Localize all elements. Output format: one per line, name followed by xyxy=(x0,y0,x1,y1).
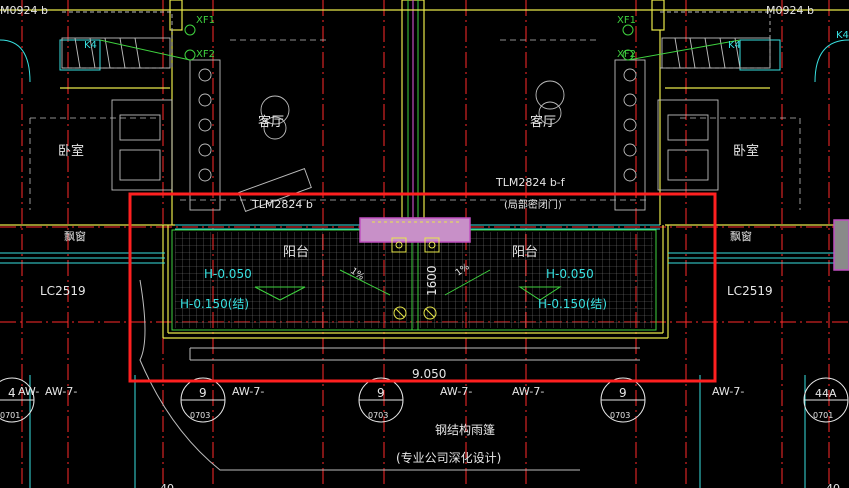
bubble-2-sub: 0703 xyxy=(368,411,388,420)
door-label-left: M0924 b xyxy=(0,4,48,17)
bubble-left-num: 4 xyxy=(8,386,16,400)
axis-bubbles xyxy=(0,377,849,423)
living-left: 客厅 xyxy=(258,114,284,130)
bubble-1-sub: 0703 xyxy=(190,411,210,420)
balcony-left: 阳台 xyxy=(283,245,309,260)
canopy-label-2: (专业公司深化设计) xyxy=(396,450,501,465)
aw-label-2: AW-7- xyxy=(45,385,77,398)
furniture-left xyxy=(61,11,312,212)
bay-right: 飘窗 xyxy=(730,229,752,243)
bubble-3-num: 9 xyxy=(619,386,627,400)
window-right-note: (局部密闭门) xyxy=(504,198,562,211)
aw-label-1: AW- xyxy=(18,385,39,398)
xf1-right: XF1 xyxy=(617,15,636,26)
bubble-1-num: 9 xyxy=(199,386,207,400)
balcony-right: 阳台 xyxy=(512,245,538,260)
lc-right: LC2519 xyxy=(727,284,773,298)
k4-edge: K4 xyxy=(836,30,849,41)
xf2-left: XF2 xyxy=(196,49,215,60)
elevation: 9.050 xyxy=(412,367,446,381)
xf-symbols xyxy=(99,24,741,61)
canopy-lines xyxy=(139,279,640,471)
bedroom-left: 卧室 xyxy=(58,143,84,159)
bedroom-right: 卧室 xyxy=(733,143,759,159)
h-right-1: H-0.050 xyxy=(546,267,594,281)
window-right: TLM2824 b-f xyxy=(495,176,566,189)
drains xyxy=(391,237,440,320)
furniture-right xyxy=(535,11,771,211)
selection-box[interactable] xyxy=(128,192,717,383)
bottom-label-left: 40 xyxy=(160,482,174,488)
bottom-label-right: 40 xyxy=(826,482,840,488)
balcony-floor-hatch xyxy=(175,232,653,328)
bay-left: 飘窗 xyxy=(64,229,86,243)
bubble-left-sub: 0701 xyxy=(0,411,20,420)
h-left-1: H-0.050 xyxy=(204,267,252,281)
aw-label-4: AW-7- xyxy=(440,385,472,398)
canopy-label-1: 钢结构雨篷 xyxy=(435,422,495,437)
slope-arrows xyxy=(254,269,562,301)
k4-right: K4 xyxy=(728,40,741,51)
aw-label-6: AW-7- xyxy=(712,385,744,398)
dashed-lines xyxy=(29,39,801,210)
window-lines xyxy=(0,39,849,488)
living-right: 客厅 xyxy=(530,114,556,130)
beam-purple xyxy=(359,217,849,271)
bubble-3-sub: 0703 xyxy=(610,411,630,420)
text-labels: M0924 b M0924 b XF1 XF2 XF1 XF2 K4 K4 K4… xyxy=(0,4,849,488)
h-left-2: H-0.150(结) xyxy=(180,297,249,311)
door-label-right: M0924 b xyxy=(766,4,814,17)
central-shaft xyxy=(401,0,425,219)
dim-1600: 1600 xyxy=(425,265,439,296)
bubble-right-num: 44A xyxy=(815,387,837,400)
xf2-right: XF2 xyxy=(617,49,636,60)
k4-left: K4 xyxy=(84,40,97,51)
window-left: TLM2824 b xyxy=(251,198,313,211)
h-right-2: H-0.150(结) xyxy=(538,297,607,311)
xf1-left: XF1 xyxy=(196,15,215,26)
bubble-2-num: 9 xyxy=(377,386,385,400)
aw-label-3: AW-7- xyxy=(232,385,264,398)
aw-label-5: AW-7- xyxy=(512,385,544,398)
lc-left: LC2519 xyxy=(40,284,86,298)
bubble-right-sub: 0701 xyxy=(813,411,833,420)
